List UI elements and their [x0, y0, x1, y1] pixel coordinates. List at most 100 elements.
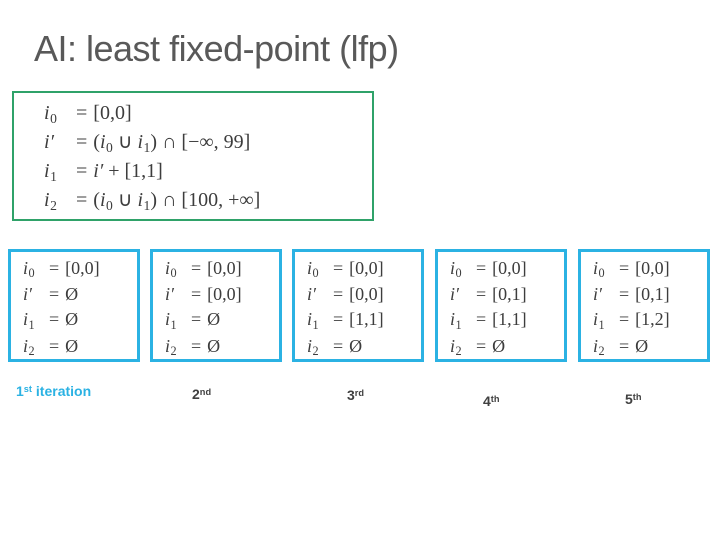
equation-equals-sign: = [49, 335, 60, 356]
equation-row: i1=[1,1] [307, 307, 384, 333]
equation-lhs: i′ [307, 284, 316, 305]
equation-rhs: Ø [207, 309, 221, 330]
equation-rhs: Ø [349, 335, 363, 356]
equation-equals-sign: = [333, 335, 344, 356]
equation-equals-sign: = [76, 102, 88, 124]
equation-row: i2 =(i0 ∪ i1) ∩ [100, +∞] [44, 186, 260, 215]
equation-row: i′ =[0,0] [307, 282, 384, 307]
equation-rhs: [0,0] [349, 284, 384, 305]
equation-lhs: i′ [165, 284, 174, 305]
equation-lhs: i0 [165, 258, 177, 281]
equation-row: i0=[0,0] [165, 256, 242, 282]
equation-equals-sign: = [191, 258, 202, 278]
equation-rhs: [0,0] [93, 102, 132, 124]
equation-rhs: [0,0] [65, 258, 100, 278]
equation-rhs: [1,1] [492, 309, 527, 330]
iteration-box-4: i0=[0,0]i′=[0,1]i1=[1,1]i2=Ø [435, 249, 567, 362]
iteration-equation-list: i0=[0,0]i′=[0,0]i1=[1,1]i2=Ø [307, 256, 384, 360]
equation-equals-sign: = [49, 258, 60, 278]
equation-row: i0 =[0,0] [44, 99, 260, 128]
equation-rhs: Ø [207, 335, 221, 356]
equation-lhs: i0 [450, 258, 462, 281]
equation-row: i2 =Ø [450, 334, 527, 360]
equation-equals-sign: = [476, 309, 487, 330]
equation-rhs: [1,2] [635, 309, 670, 330]
equation-equals-sign: = [76, 131, 88, 154]
equation-rhs: [0,1] [492, 284, 527, 305]
equation-row: i′ =[0,1] [450, 282, 527, 307]
equation-rhs: Ø [65, 335, 79, 356]
equation-row: i′ =[0,1] [593, 282, 670, 307]
equation-equals-sign: = [333, 258, 344, 278]
iteration-equation-list: i0=[0,0]i′=[0,1]i1=[1,2]i2=Ø [593, 256, 670, 360]
equation-rhs: (i0 ∪ i1) ∩ [100, +∞] [93, 189, 261, 214]
equation-equals-sign: = [619, 335, 630, 356]
equation-row: i1 =Ø [23, 307, 100, 333]
equation-row: i′=(i0 ∪ i1) ∩ [−∞, 99] [44, 128, 260, 157]
equation-equals-sign: = [49, 309, 60, 330]
equation-rhs: Ø [65, 284, 79, 305]
equation-rhs: Ø [65, 309, 79, 330]
equation-row: i2 =Ø [307, 334, 384, 360]
equation-row: i0=[0,0] [593, 256, 670, 282]
equation-equals-sign: = [476, 258, 487, 278]
equation-equals-sign: = [476, 335, 487, 356]
equation-lhs: i′ [593, 284, 602, 305]
equation-equals-sign: = [619, 309, 630, 330]
equation-row: i0 =[0,0] [450, 256, 527, 282]
equation-equals-sign: = [191, 309, 202, 330]
equation-lhs: i2 [593, 335, 605, 359]
equation-lhs: i1 [307, 309, 319, 332]
equation-equals-sign: = [619, 258, 630, 278]
equation-rhs: [0,0] [492, 258, 527, 278]
equation-rhs: Ø [635, 335, 649, 356]
iteration-caption-3: 3rd [347, 387, 365, 403]
equation-lhs: i1 [165, 309, 177, 332]
equation-row: i′ =Ø [23, 282, 100, 307]
equation-equals-sign: = [76, 189, 88, 212]
equation-lhs: i′ [450, 284, 459, 305]
iteration-caption-5: 5th [625, 391, 642, 407]
equation-row: i1 =[1,2] [593, 307, 670, 333]
equation-lhs: i1 [593, 309, 605, 332]
equation-row: i2 =Ø [23, 334, 100, 360]
iteration-caption-4: 4th [483, 393, 500, 409]
equation-equals-sign: = [619, 284, 630, 305]
equation-row: i1 =i′ + [1,1] [44, 157, 260, 186]
equation-rhs: Ø [492, 335, 506, 356]
equation-row: i2 =Ø [593, 334, 670, 360]
equation-row: i2 =Ø [165, 334, 242, 360]
equation-rhs: i′ + [1,1] [93, 160, 163, 183]
equation-equals-sign: = [333, 284, 344, 305]
equation-lhs: i2 [307, 335, 319, 359]
iteration-box-5: i0=[0,0]i′=[0,1]i1=[1,2]i2=Ø [578, 249, 710, 362]
definition-box: i0=[0,0]i′=(i0 ∪ i1) ∩ [−∞, 99]i1=i′ + [… [12, 91, 374, 221]
equation-lhs: i2 [165, 335, 177, 359]
equation-rhs: (i0 ∪ i1) ∩ [−∞, 99] [93, 131, 251, 155]
equation-lhs: i1 [44, 160, 57, 184]
equation-lhs: i0 [44, 102, 57, 126]
equation-row: i0=[0,0] [307, 256, 384, 282]
equation-equals-sign: = [333, 309, 344, 330]
equation-equals-sign: = [191, 335, 202, 356]
equation-lhs: i2 [44, 189, 57, 214]
equation-row: i0 =[0,0] [23, 256, 100, 282]
equation-equals-sign: = [49, 284, 60, 305]
equation-row: i1 =Ø [165, 307, 242, 333]
equation-rhs: [0,1] [635, 284, 670, 305]
equation-equals-sign: = [476, 284, 487, 305]
equation-lhs: i1 [23, 309, 35, 332]
equation-equals-sign: = [76, 160, 88, 183]
equation-lhs: i2 [450, 335, 462, 359]
equation-lhs: i0 [593, 258, 605, 281]
equation-lhs: i2 [23, 335, 35, 359]
iteration-caption-1: 1st iteration [16, 383, 92, 399]
equation-lhs: i0 [23, 258, 35, 281]
equation-rhs: [0,0] [207, 284, 242, 305]
definition-equation-list: i0=[0,0]i′=(i0 ∪ i1) ∩ [−∞, 99]i1=i′ + [… [44, 99, 260, 215]
equation-lhs: i′ [23, 284, 32, 305]
